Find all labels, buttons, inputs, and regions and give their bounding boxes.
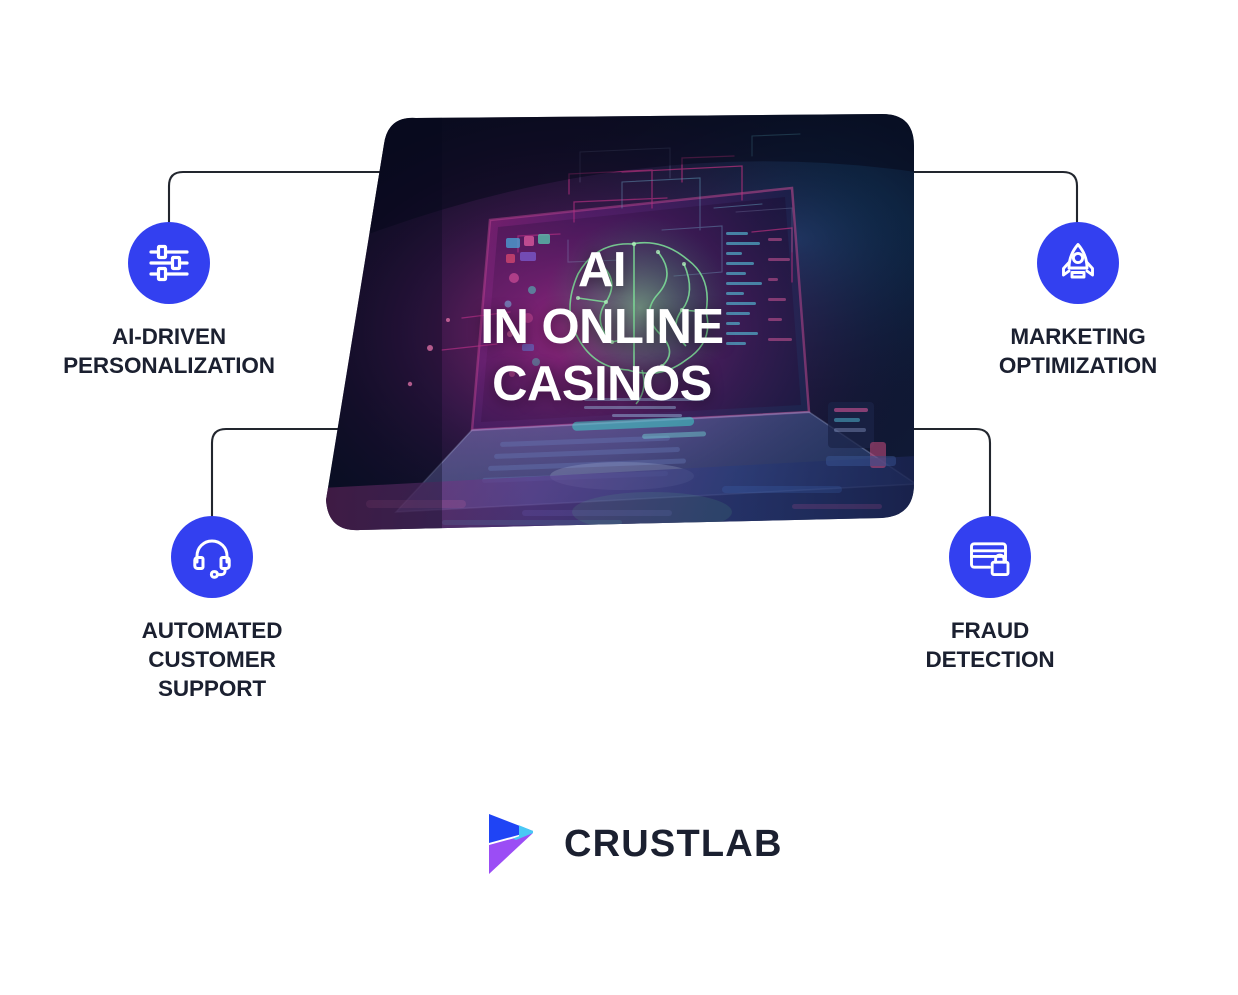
node-label-fraud-detection: FRAUD DETECTION: [925, 618, 1055, 672]
node-label-marketing-optimization: MARKETING OPTIMIZATION: [998, 324, 1158, 378]
node-label-ai-driven-personalization: AI-DRIVEN PERSONALIZATION: [63, 324, 275, 378]
node-ai-driven-personalization[interactable]: AI-DRIVEN PERSONALIZATION: [9, 222, 329, 381]
icon-badge-headset[interactable]: [171, 516, 253, 598]
sliders-icon: [149, 244, 189, 282]
icon-badge-rocket[interactable]: [1037, 222, 1119, 304]
hero-title-line-2: IN ONLINE: [480, 299, 724, 354]
connector-top-right: [887, 170, 1079, 224]
hero-title-line-3: CASINOS: [492, 356, 712, 411]
headset-icon: [193, 539, 231, 579]
hero-image-container: AI IN ONLINE CASINOS: [322, 112, 916, 534]
icon-badge-credit-card-lock[interactable]: [949, 516, 1031, 598]
icon-badge-sliders[interactable]: [128, 222, 210, 304]
crustlab-wordmark: CRUSTLAB: [564, 822, 783, 865]
crustlab-chevron-logo: [489, 814, 533, 874]
crustlab-logo[interactable]: CRUSTLAB: [487, 812, 783, 876]
rocket-icon: [1062, 243, 1094, 279]
hero-title: AI IN ONLINE CASINOS: [322, 242, 882, 412]
node-fraud-detection[interactable]: FRAUD DETECTION: [840, 516, 1140, 675]
hero-title-line-1: AI: [578, 243, 627, 297]
node-automated-customer-support[interactable]: AUTOMATED CUSTOMER SUPPORT: [62, 516, 362, 703]
node-label-automated-customer-support: AUTOMATED CUSTOMER SUPPORT: [141, 618, 283, 701]
ai-laptop-hero-image: [326, 114, 914, 531]
node-marketing-optimization[interactable]: MARKETING OPTIMIZATION: [918, 222, 1238, 381]
credit-card-lock-icon: [970, 542, 1010, 577]
